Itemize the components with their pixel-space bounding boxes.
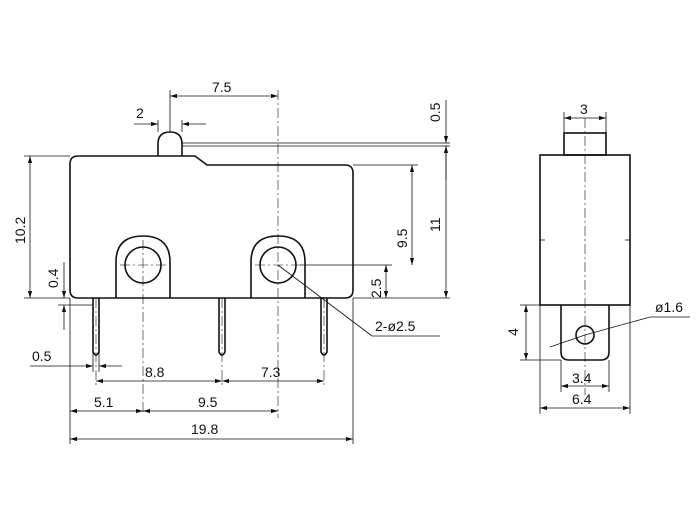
dim-side-body-width: 6.4 [572, 391, 592, 407]
dim-hole-to-base: 2.5 [368, 278, 384, 298]
dim-hole-height: 9.5 [394, 228, 410, 248]
dim-side-hole-diameter: ø1.6 [655, 299, 683, 315]
dim-pin-width: 0.5 [32, 348, 52, 364]
dim-side-top: 3 [580, 101, 588, 117]
dim-hole-spacing: 9.5 [198, 394, 218, 410]
side-terminal-tab [560, 305, 610, 361]
mounting-boss-left [115, 235, 171, 298]
side-view: 3 ø1.6 4 3.4 6.4 [505, 101, 690, 414]
dim-pin-offset: 0.4 [45, 268, 61, 288]
front-view: 2 7.5 0.5 11 9.5 2.5 10.2 0.4 0.5 [12, 79, 450, 444]
dim-lever-thickness: 0.5 [427, 102, 443, 122]
switch-body-outline [69, 155, 354, 299]
dim-body-height: 10.2 [12, 217, 28, 244]
actuator-button [157, 131, 183, 156]
dim-body-length: 19.8 [191, 421, 218, 437]
dim-edge-to-hole: 5.1 [94, 394, 114, 410]
hole-callout: 2-ø2.5 [375, 318, 416, 334]
dim-pin-spacing-right: 7.3 [261, 364, 281, 380]
dim-lever-width: 2 [136, 105, 144, 121]
dim-lever-to-hole: 7.5 [212, 79, 232, 95]
dim-pin-spacing-left: 8.8 [145, 364, 165, 380]
dim-total-height: 11 [427, 217, 443, 232]
dim-side-terminal-width: 3.4 [572, 370, 592, 386]
dim-side-terminal-height: 4 [505, 328, 521, 336]
